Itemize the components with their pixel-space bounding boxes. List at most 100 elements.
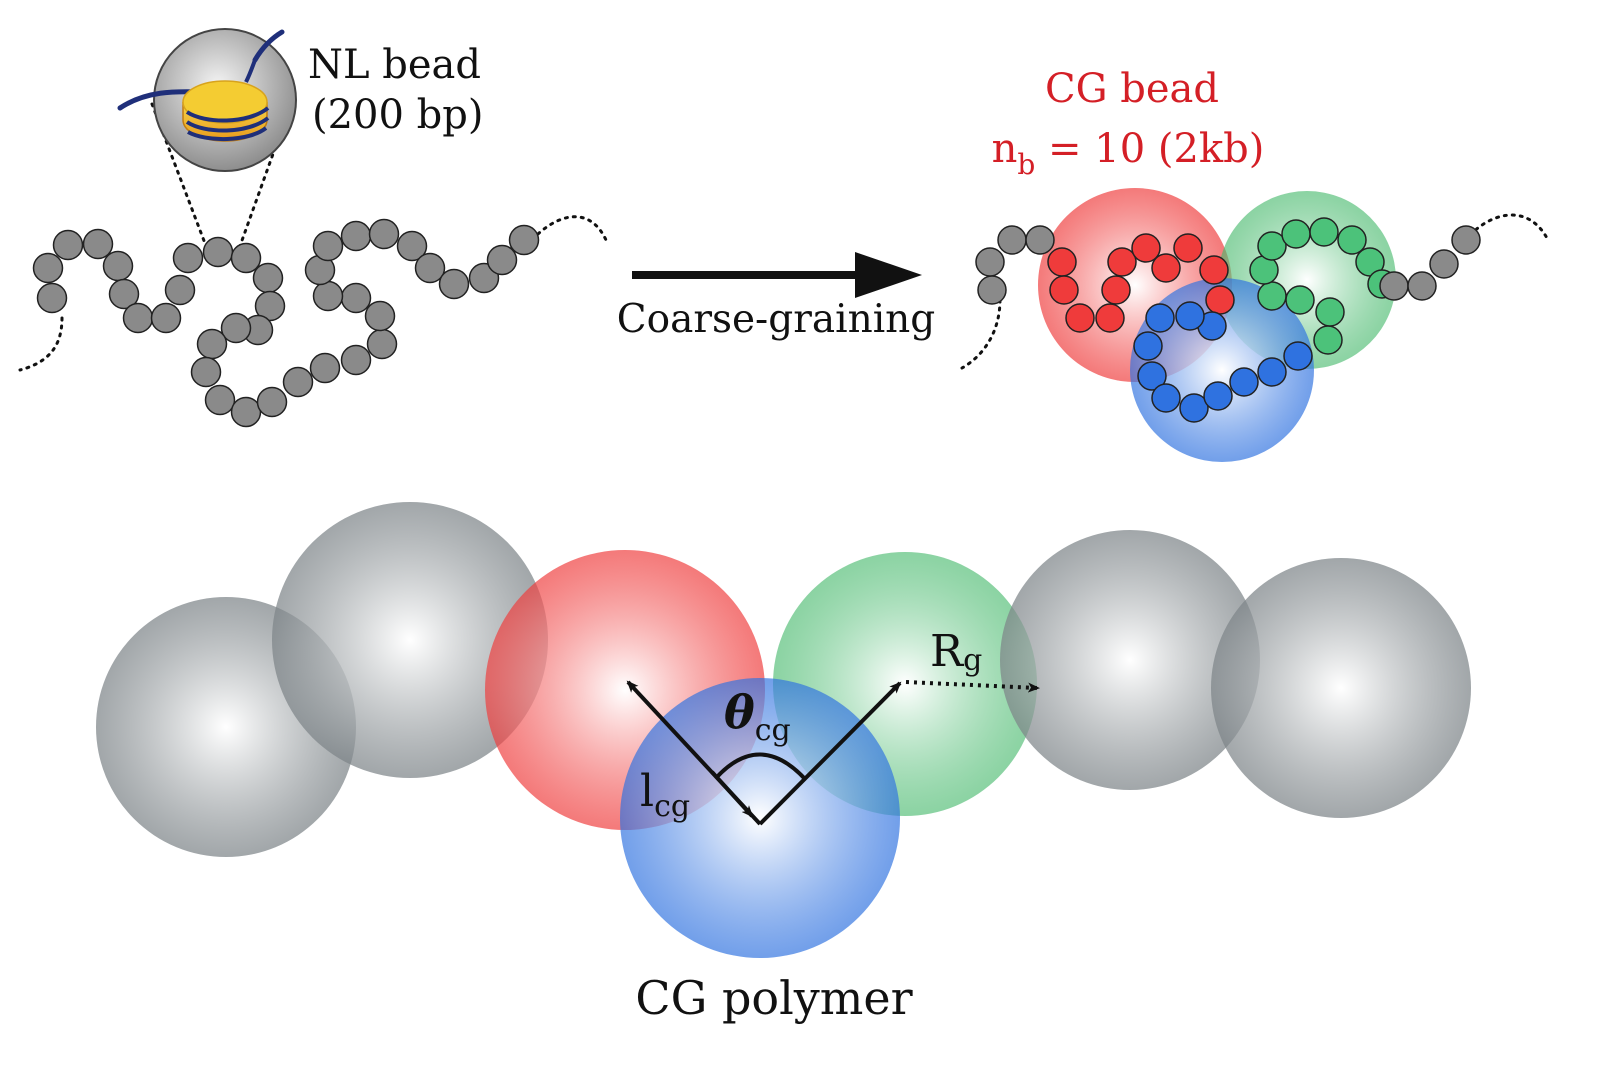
nucleosome-icon: [117, 29, 285, 142]
nl-bead-size-label: (200 bp): [312, 92, 483, 138]
cg-chain-tail-left: [960, 298, 1002, 370]
cg-polymer-sphere-5: [1000, 530, 1260, 790]
nl-chain-tail-right: [536, 215, 608, 242]
cg-polymer-sphere-6: [1211, 558, 1471, 818]
nl-bead-24: [340, 344, 372, 376]
theta-label: θcg: [724, 685, 791, 748]
cg-chain-tail-right: [1468, 213, 1550, 242]
nl-bead-25: [366, 328, 398, 360]
nb-subscript: b: [1017, 148, 1035, 181]
nl-bead-zoom: [117, 28, 297, 172]
cg-chain-bead-blue-6: [1151, 383, 1181, 413]
nl-chain: [18, 102, 608, 428]
cg-chain-bead-green-1: [1313, 325, 1343, 355]
cg-chain-bead-red-8: [1151, 253, 1181, 283]
cg-sphere-blue: [1130, 278, 1314, 462]
nl-bead-34: [414, 252, 446, 284]
nl-bead-12: [230, 242, 262, 274]
arrow-label: Coarse-graining: [617, 297, 936, 342]
cg-chain-bead-blue-4: [1133, 331, 1163, 361]
cg-chain-bead-red-5: [1101, 275, 1131, 305]
theta-subscript: cg: [755, 713, 791, 748]
nl-bead-20: [230, 396, 262, 428]
cg-chain-bead-gray-right-4: [1451, 225, 1481, 255]
cg-polymer-sphere-2: [272, 502, 548, 778]
rg-vector: [905, 680, 1040, 693]
nl-bead-28: [312, 280, 344, 312]
nl-bead-6: [108, 278, 140, 310]
nl-bead-18: [190, 356, 222, 388]
cg-chain-bead-green-4: [1257, 281, 1287, 311]
cg-chain-bead-blue-5: [1137, 361, 1167, 391]
lcg-symbol: l: [640, 766, 654, 817]
cg-chain-bead-red-6: [1107, 247, 1137, 277]
arrow-right-icon: [632, 252, 922, 298]
cg-chain-bead-gray-left-3: [997, 225, 1027, 255]
cg-chain-bead-green-3: [1285, 285, 1315, 315]
cg-bead-nb-label: nb = 10 (2kb): [992, 126, 1265, 181]
cg-chain-bead-green-2: [1315, 297, 1345, 327]
cg-chain-bead-blue-11: [1283, 341, 1313, 371]
nl-bead-8: [150, 302, 182, 334]
cg-chain-bead-blue-8: [1203, 381, 1233, 411]
nl-bead-2: [32, 252, 64, 284]
cg-chain-bead-red-1: [1047, 247, 1077, 277]
cg-cluster: [960, 188, 1550, 462]
cg-chain-bead-blue-2: [1175, 301, 1205, 331]
cg-chain-bead-blue-7: [1179, 393, 1209, 423]
nl-bead-27: [340, 282, 372, 314]
nl-chain-tail-left: [18, 316, 64, 372]
nb-symbol: n: [992, 126, 1018, 172]
cg-bead-label: CG bead: [1045, 66, 1219, 112]
cg-chain-bead-green-8: [1309, 217, 1339, 247]
nl-bead-10: [172, 242, 204, 274]
lcg-pointer: [710, 770, 754, 818]
cg-chain-bead-red-4: [1095, 303, 1125, 333]
nl-bead-33: [396, 230, 428, 262]
nl-beads: [32, 218, 540, 428]
cg-chain-bead-red-2: [1049, 275, 1079, 305]
nb-value: = 10 (2kb): [1035, 126, 1264, 172]
nl-bead-23: [309, 352, 341, 384]
cg-chain-bead-blue-10: [1257, 357, 1287, 387]
nl-bead-38: [508, 224, 540, 256]
rg-symbol: R: [930, 626, 965, 677]
cg-chain-bead-green-6: [1257, 231, 1287, 261]
nl-bead-22: [282, 366, 314, 398]
cg-chain-bead-red-10: [1199, 255, 1229, 285]
nl-bead-4: [82, 228, 114, 260]
cg-chain-bead-blue-3: [1145, 303, 1175, 333]
theta-symbol: θ: [724, 685, 755, 739]
cg-chain-bead-gray-right-3: [1429, 249, 1459, 279]
nl-bead-9: [164, 274, 196, 306]
nl-bead-13: [252, 262, 284, 294]
bond-angle-arc: [714, 752, 808, 782]
bond-vector-right: [758, 681, 902, 826]
nl-bead-31: [340, 220, 372, 252]
cg-chain-bead-gray-right-1: [1379, 271, 1409, 301]
nl-bead-1: [36, 282, 68, 314]
nl-bead-16: [220, 312, 252, 344]
cg-chain-bead-red-9: [1173, 233, 1203, 263]
rg-subscript: g: [963, 643, 982, 678]
nl-bead-32: [368, 218, 400, 250]
nl-bead-5: [102, 250, 134, 282]
lcg-label: lcg: [640, 766, 690, 824]
cg-chain-bead-red-3: [1065, 303, 1095, 333]
nl-bead-37: [486, 244, 518, 276]
cg-chain-bead-blue-9: [1229, 367, 1259, 397]
nl-bead-17: [196, 328, 228, 360]
nl-bead-19: [204, 384, 236, 416]
cg-chain-bead-red-11: [1205, 285, 1235, 315]
cg-chain-bead-gray-left-1: [977, 275, 1007, 305]
cg-chain-bead-red-7: [1131, 233, 1161, 263]
cg-chain-bead-green-7: [1281, 219, 1311, 249]
cg-polymer-label: CG polymer: [635, 971, 912, 1025]
nl-bead-11: [202, 236, 234, 268]
bond-vectors: [626, 680, 1040, 826]
cg-chain-bead-green-9: [1337, 225, 1367, 255]
cg-chain-bead-gray-right-2: [1407, 271, 1437, 301]
cg-polymer: [96, 502, 1471, 958]
